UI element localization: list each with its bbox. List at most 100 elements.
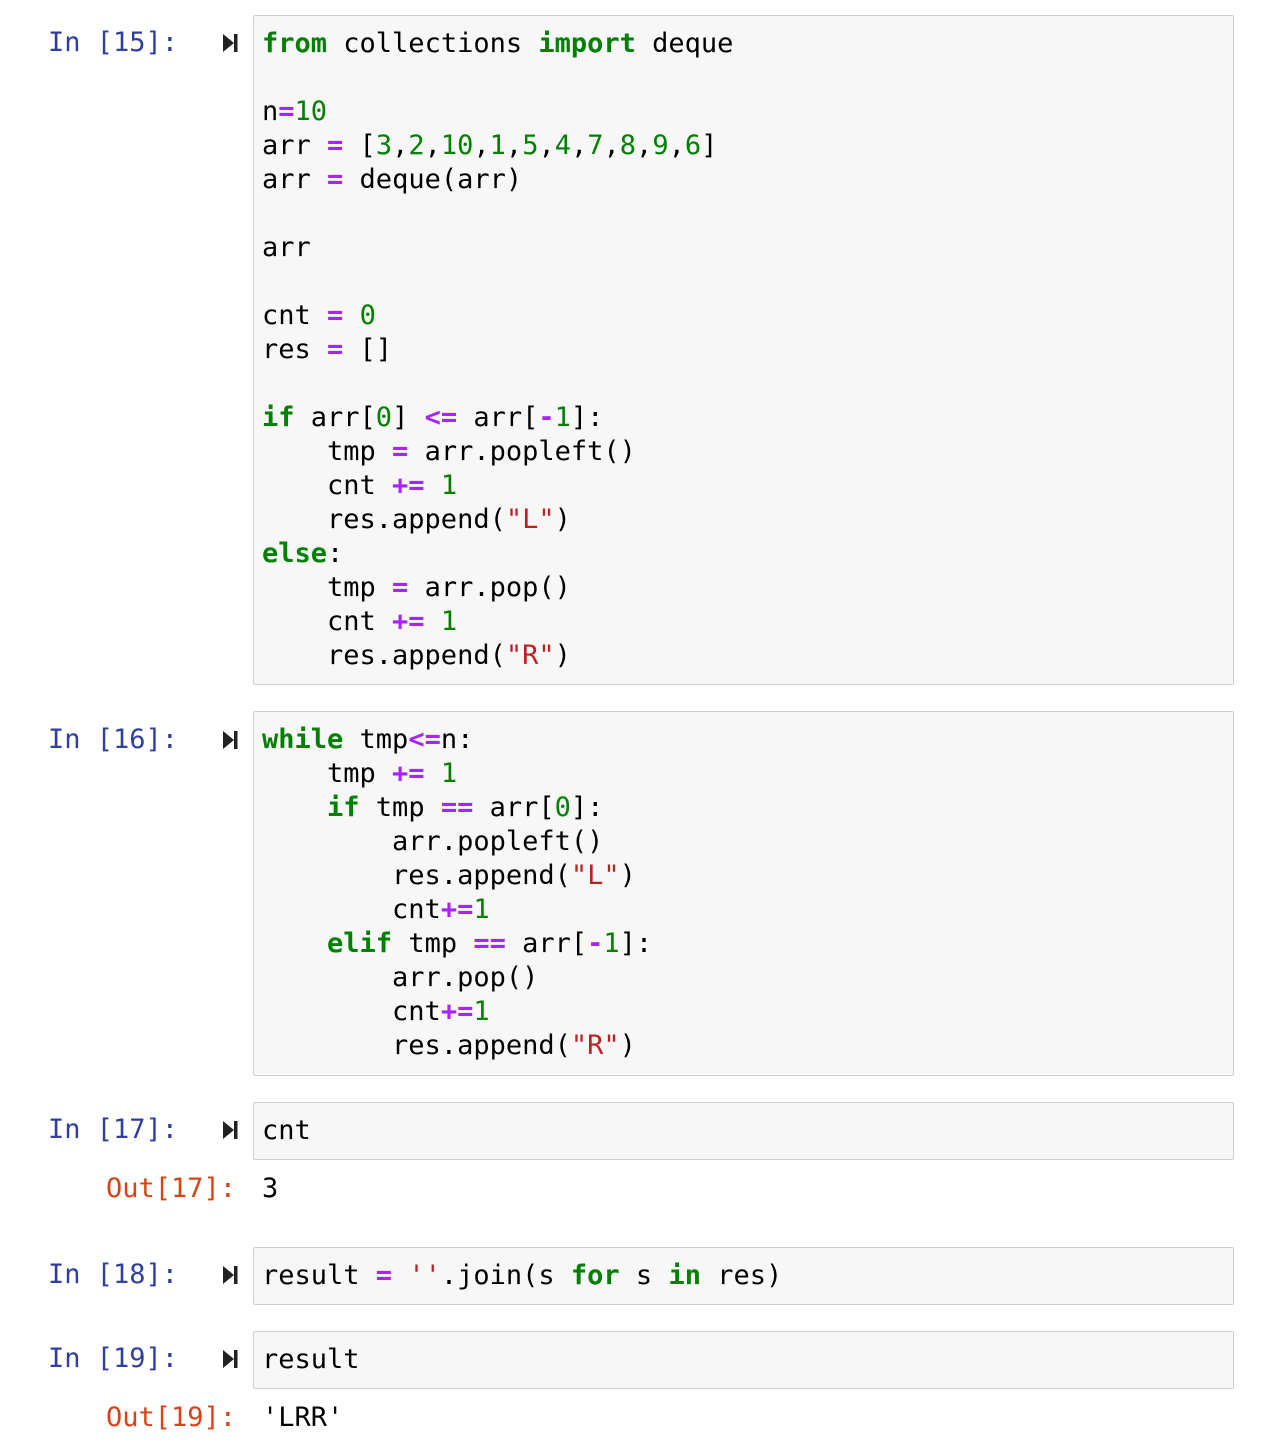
code-token: arr	[262, 130, 328, 161]
code-token: ,	[538, 130, 555, 161]
code-token: <=	[408, 724, 441, 755]
code-token: arr[	[505, 928, 588, 959]
code-token: 7	[587, 130, 604, 161]
code-token	[262, 928, 327, 959]
run-cell-button[interactable]	[219, 26, 241, 60]
code-token: while	[262, 724, 344, 755]
code-token: res.append(	[262, 1030, 571, 1061]
code-editor[interactable]: cnt	[262, 1114, 1233, 1148]
code-token: tmp	[359, 792, 441, 823]
code-token: "R"	[505, 640, 555, 671]
code-token: 1	[440, 470, 458, 501]
code-token: result	[262, 1260, 376, 1291]
code-token: 1	[554, 402, 571, 433]
code-input-area[interactable]: result = ''.join(s for s in res)	[253, 1247, 1234, 1305]
code-token: tmp	[343, 724, 409, 755]
code-token: arr[	[457, 402, 539, 433]
code-token: 5	[522, 130, 539, 161]
code-token: ]	[701, 130, 718, 161]
code-token: deque	[635, 28, 734, 59]
code-editor[interactable]: from collections import deque n=10 arr =…	[262, 27, 1233, 673]
run-cell-button[interactable]	[219, 1258, 241, 1292]
code-token: -	[587, 928, 604, 959]
code-editor[interactable]: result = ''.join(s for s in res)	[262, 1259, 1233, 1293]
input-prompt: In [18]:	[48, 1259, 179, 1290]
input-prompt: In [15]:	[48, 27, 179, 58]
run-cell-button[interactable]	[219, 1342, 241, 1376]
code-token: "R"	[570, 1030, 620, 1061]
code-token: cnt	[262, 470, 393, 501]
code-token: arr.popleft()	[262, 826, 604, 857]
code-token: cnt	[262, 606, 393, 637]
code-token: =	[327, 334, 344, 365]
code-token: ,	[392, 130, 409, 161]
code-token: arr[	[473, 792, 555, 823]
code-token	[425, 606, 441, 637]
code-input-area[interactable]: cnt	[253, 1102, 1234, 1160]
code-token: =	[327, 164, 344, 195]
code-token: ,	[636, 130, 653, 161]
code-token: from	[262, 28, 328, 59]
code-token: 1	[440, 758, 458, 789]
code-token: 0	[554, 792, 571, 823]
code-token: res	[262, 334, 328, 365]
code-token	[425, 470, 441, 501]
code-token: +=	[440, 996, 474, 1027]
code-token: =	[392, 572, 409, 603]
code-editor[interactable]: while tmp<=n: tmp += 1 if tmp == arr[0]:…	[262, 723, 1233, 1063]
code-token: +=	[392, 758, 425, 789]
code-token: )	[619, 1030, 636, 1061]
run-cell-icon	[219, 26, 241, 60]
code-token: if	[262, 402, 295, 433]
code-token: 1	[473, 996, 490, 1027]
code-token	[392, 1260, 408, 1291]
code-token: )	[554, 504, 571, 535]
code-input-area[interactable]: result	[253, 1331, 1234, 1389]
code-token: 2	[408, 130, 425, 161]
code-token: 10	[294, 96, 328, 127]
code-token: tmp	[262, 758, 393, 789]
code-token: ==	[473, 928, 506, 959]
code-token: result	[262, 1344, 360, 1375]
code-token: cnt	[262, 894, 441, 925]
output-prompt: Out[19]:	[106, 1402, 237, 1433]
code-editor[interactable]: result	[262, 1343, 1233, 1377]
code-token: res)	[700, 1260, 783, 1291]
code-token: ==	[440, 792, 474, 823]
run-cell-button[interactable]	[219, 1113, 241, 1147]
code-token: 9	[652, 130, 669, 161]
code-input-area[interactable]: while tmp<=n: tmp += 1 if tmp == arr[0]:…	[253, 711, 1234, 1076]
code-token: 6	[684, 130, 702, 161]
code-token: .join(s	[440, 1260, 571, 1291]
code-token: res.append(	[262, 504, 506, 535]
code-token: )	[554, 640, 571, 671]
code-token: [	[343, 130, 376, 161]
run-cell-button[interactable]	[219, 723, 241, 757]
code-input-area[interactable]: from collections import deque n=10 arr =…	[253, 15, 1234, 685]
code-token: tmp	[262, 572, 393, 603]
code-token: s	[619, 1260, 669, 1291]
code-token: 4	[554, 130, 571, 161]
input-prompt: In [16]:	[48, 724, 179, 755]
code-token: ,	[473, 130, 490, 161]
code-token: arr[	[294, 402, 376, 433]
code-token: arr	[262, 164, 328, 195]
code-token: cnt	[262, 996, 441, 1027]
code-token: ]:	[570, 792, 604, 823]
code-token: arr.pop()	[262, 962, 539, 993]
code-token: 1	[489, 130, 506, 161]
code-token: =	[375, 1260, 393, 1291]
code-token: res.append(	[262, 640, 506, 671]
run-cell-icon	[219, 1258, 241, 1292]
code-token: else	[262, 538, 328, 569]
code-token: res.append(	[262, 860, 571, 891]
code-token: 1	[440, 606, 458, 637]
code-token: for	[570, 1260, 620, 1291]
code-token: ]:	[570, 402, 604, 433]
code-token: ''	[408, 1260, 441, 1291]
code-token: ]:	[619, 928, 653, 959]
code-token: =	[278, 96, 295, 127]
code-token: deque(arr)	[343, 164, 523, 195]
code-token: 1	[603, 928, 620, 959]
code-token: ,	[668, 130, 685, 161]
